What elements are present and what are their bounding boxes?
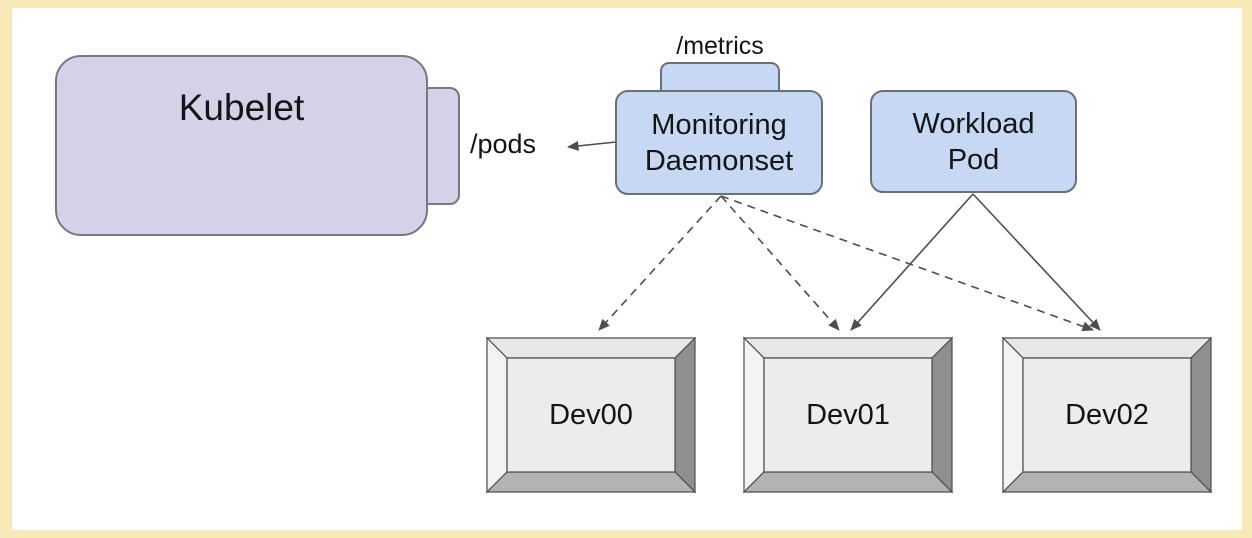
device-frame-icon [743,337,953,493]
workload-pod-label-line1: Workload [912,107,1035,140]
device-face [506,357,676,473]
device-bevel-right [931,337,953,493]
workload-pod-box: Workload Pod [870,90,1077,193]
device-frame-icon [1002,337,1212,493]
device-bevel-bottom [1002,471,1212,493]
device-label: Dev00 [549,398,633,431]
device-bevel-left [743,337,765,493]
device-bevel-top [1002,337,1212,359]
device-bevel-left [486,337,508,493]
workload-pod-label-line2: Pod [947,143,1000,176]
edge-workload-to-dev01 [850,193,974,331]
device-label: Dev01 [806,398,890,431]
edge-monitoring-to-dev02 [720,195,1094,332]
device-bevel-bottom [743,471,953,493]
monitoring-daemonset-label-line2: Daemonset [644,144,794,177]
edge-monitoring-to-dev00 [598,195,722,331]
device-face [1022,357,1192,473]
device-dev00: Dev00 [486,337,696,493]
kubelet-label: Kubelet [178,87,305,128]
monitoring-daemonset-label-line1: Monitoring [651,108,787,141]
metrics-endpoint-label: /metrics [676,32,764,60]
device-bevel-bottom [486,471,696,493]
edge-monitoring-to-dev01 [720,195,840,331]
device-dev01: Dev01 [743,337,953,493]
device-face [763,357,933,473]
device-bevel-top [486,337,696,359]
device-label: Dev02 [1065,398,1149,431]
device-dev02: Dev02 [1002,337,1212,493]
kubelet-box: Kubelet [55,55,428,236]
edge-monitoring-to-pods [567,140,617,151]
device-bevel-left [1002,337,1024,493]
device-bevel-top [743,337,953,359]
edge-workload-to-dev02 [972,193,1101,331]
monitoring-daemonset-box: Monitoring Daemonset [615,90,823,195]
pods-endpoint-label: /pods [469,129,537,159]
device-frame-icon [486,337,696,493]
device-bevel-right [674,337,696,493]
diagram-canvas: Kubelet /pods /metrics Monitoring Daemon… [12,8,1242,530]
device-bevel-right [1190,337,1212,493]
